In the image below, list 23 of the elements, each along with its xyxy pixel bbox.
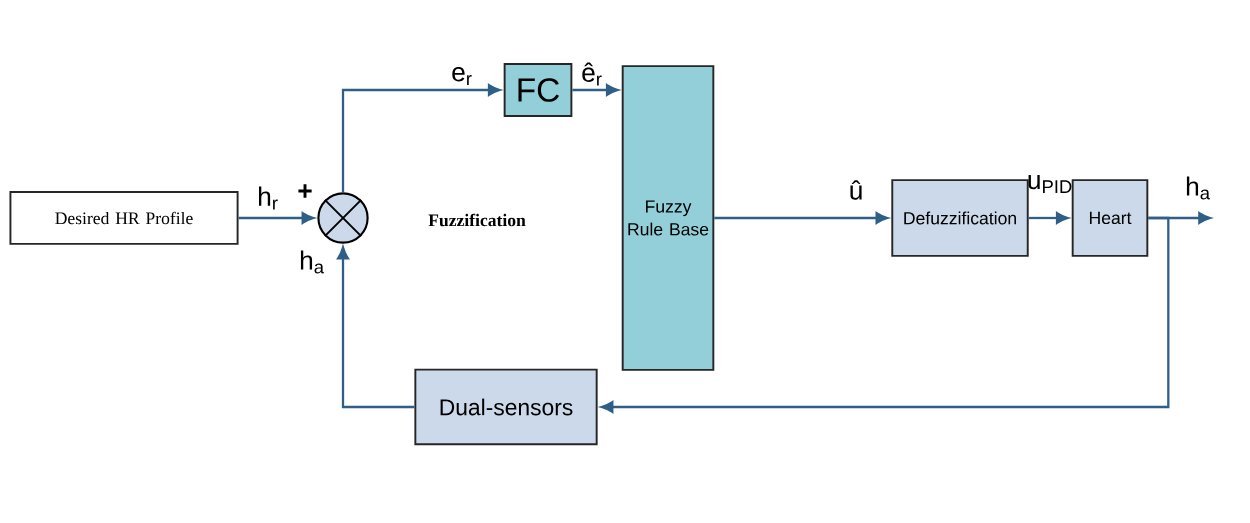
arrow — [238, 212, 315, 224]
arrow — [714, 212, 889, 224]
arrow — [337, 246, 415, 409]
process-box: Heart — [1071, 179, 1149, 257]
edge-label: ê$_{r}$ — [582, 62, 602, 86]
process-box: Defuzzification — [891, 179, 1029, 257]
edge-label: û — [850, 180, 862, 200]
arrow — [341, 84, 501, 193]
summing-junction — [317, 192, 369, 244]
edge-label: h$_{a}$ — [300, 250, 324, 274]
process-box: FC — [503, 63, 573, 117]
arrow — [572, 84, 619, 96]
source-box: Desired HR Profile — [9, 191, 239, 245]
arrow — [600, 216, 1170, 413]
edge-label: h$_{a}$ — [1186, 176, 1210, 200]
section-label: Fuzzification — [428, 213, 526, 227]
edge-label: u$_{PID}$ — [1028, 175, 1072, 193]
edge-label: h$_{r}$ — [259, 186, 278, 210]
plus-sign: + — [298, 184, 312, 198]
arrow — [1028, 212, 1069, 224]
edge-label: e$_{r}$ — [452, 67, 472, 85]
process-box: Fuzzy Rule Base — [621, 65, 715, 371]
sensor-box: Dual-sensors — [414, 368, 598, 446]
